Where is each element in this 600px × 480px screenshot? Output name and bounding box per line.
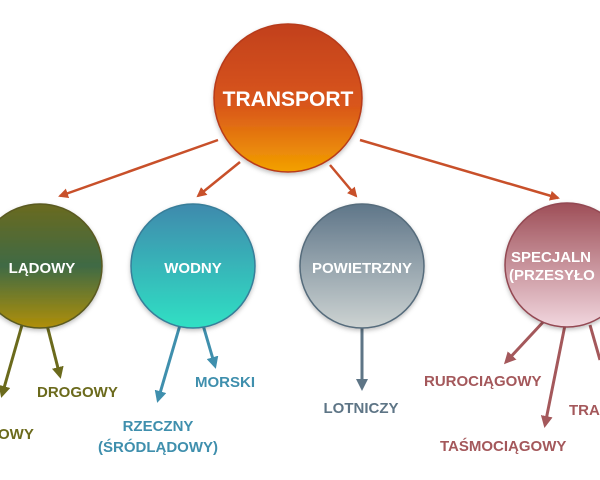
leaf-owy: OWY xyxy=(0,426,34,443)
arrow-specjalny-to-rurociagowy xyxy=(503,318,547,365)
arrow-root-to-wodny xyxy=(196,161,241,198)
leaf-tra: TRA xyxy=(569,402,600,419)
arrow-specjalny-to-tasmociagowy xyxy=(540,324,567,428)
arrow-root-to-ladowy xyxy=(58,138,219,199)
node-powietrzny xyxy=(299,203,425,329)
node-powietrzny-label: POWIETRZNY xyxy=(312,260,412,277)
leaf-tasmociagowy: TAŚMOCIĄGOWY xyxy=(440,437,566,455)
leaf-drogowy: DROGOWY xyxy=(37,384,118,401)
leaf-srodladowy: (ŚRÓDLĄDOWY) xyxy=(98,438,218,456)
leaf-rzeczny: RZECZNY xyxy=(123,418,194,435)
leaf-morski: MORSKI xyxy=(195,374,255,391)
arrow-ladowy-to-drogowy xyxy=(45,324,64,379)
arrow-specjalny-to-tra xyxy=(588,324,600,361)
node-specjalny xyxy=(504,202,600,328)
arrow-root-to-powietrzny xyxy=(329,164,358,198)
arrow-wodny-to-rzeczny xyxy=(154,324,182,403)
leaf-rurociagowy: RUROCIĄGOWY xyxy=(424,373,542,390)
node-specjalny-label-line2: (PRZESYŁO xyxy=(509,267,595,284)
leaf-lotniczy: LOTNICZY xyxy=(324,400,399,417)
arrow-root-to-specjalny xyxy=(359,138,560,201)
node-wodny xyxy=(130,203,256,329)
node-transport-label: TRANSPORT xyxy=(223,88,354,111)
node-transport xyxy=(213,23,363,173)
arrow-ladowy-to-owy xyxy=(0,324,24,398)
arrow-wodny-to-morski xyxy=(201,324,219,369)
node-specjalny-label: SPECJALN xyxy=(511,249,591,266)
node-wodny-label: WODNY xyxy=(164,260,222,277)
node-ladowy xyxy=(0,203,103,329)
node-ladowy-label: LĄDOWY xyxy=(9,260,76,277)
